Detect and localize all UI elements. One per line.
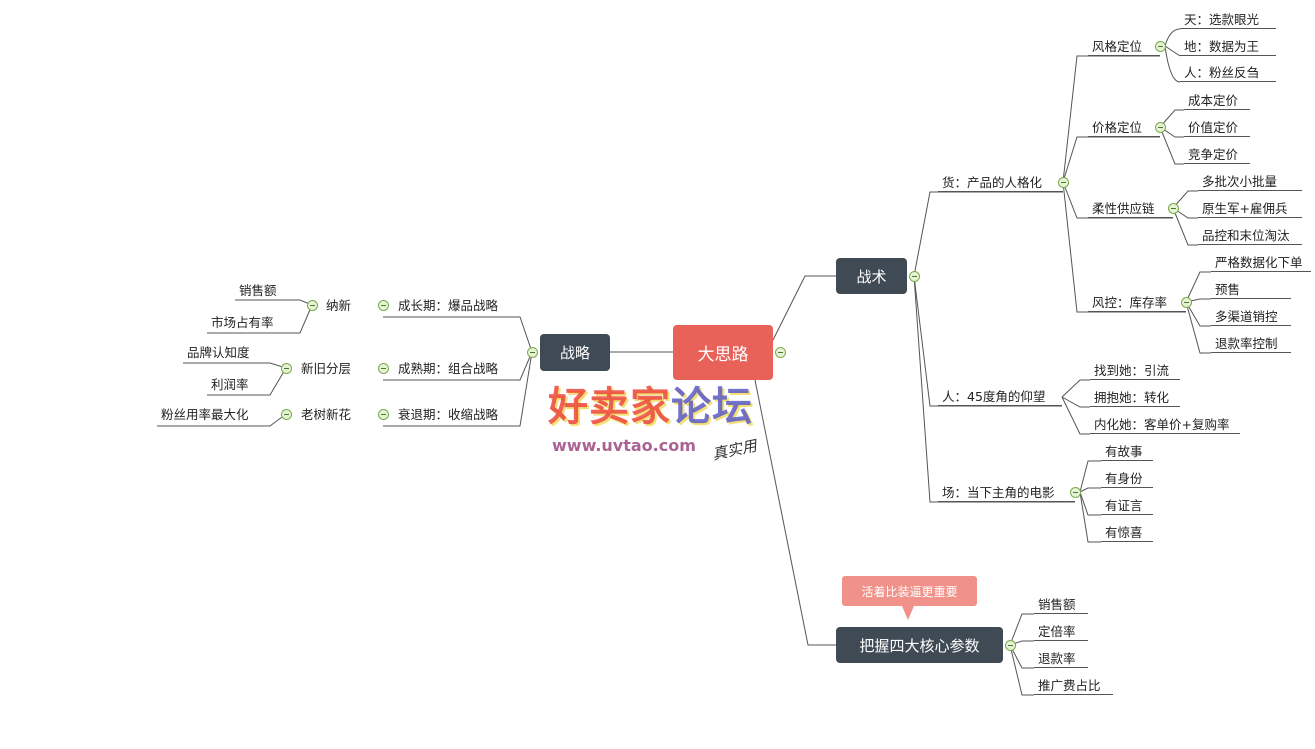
leaf[interactable]: 有故事 — [1101, 442, 1153, 461]
callout-note[interactable]: 活着比装逼更重要 — [842, 576, 977, 620]
topic-price[interactable]: 价格定位 — [1088, 118, 1160, 137]
collapse-toggle[interactable] — [378, 363, 389, 374]
leaf[interactable]: 多渠道销控 — [1211, 307, 1291, 326]
collapse-toggle[interactable] — [1070, 487, 1081, 498]
leaf[interactable]: 有证言 — [1101, 496, 1153, 515]
collapse-toggle[interactable] — [1155, 122, 1166, 133]
leaf[interactable]: 预售 — [1211, 280, 1291, 299]
topic-supply[interactable]: 柔性供应链 — [1088, 199, 1173, 218]
topic-layering[interactable]: 新旧分层 — [301, 361, 352, 376]
collapse-toggle[interactable] — [909, 271, 920, 282]
topic-style[interactable]: 风格定位 — [1088, 37, 1160, 56]
leaf[interactable]: 销售额 — [239, 283, 277, 298]
collapse-toggle[interactable] — [527, 347, 538, 358]
leaf[interactable]: 粉丝用率最大化 — [161, 407, 249, 422]
topic-goods[interactable]: 货：产品的人格化 — [938, 173, 1063, 192]
collapse-toggle[interactable] — [1181, 297, 1192, 308]
leaf[interactable]: 市场占有率 — [211, 315, 274, 330]
collapse-toggle[interactable] — [1168, 203, 1179, 214]
collapse-toggle[interactable] — [1058, 177, 1069, 188]
leaf[interactable]: 严格数据化下单 — [1211, 253, 1311, 272]
leaf[interactable]: 品控和末位淘汰 — [1198, 226, 1302, 245]
leaf[interactable]: 找到她：引流 — [1090, 361, 1180, 380]
leaf[interactable]: 有身份 — [1101, 469, 1153, 488]
leaf[interactable]: 原生军+雇佣兵 — [1198, 199, 1302, 218]
leaf[interactable]: 天：选款眼光 — [1180, 10, 1276, 29]
leaf[interactable]: 地：数据为王 — [1180, 37, 1276, 56]
topic-renew[interactable]: 老树新花 — [301, 407, 352, 422]
leaf[interactable]: 定倍率 — [1034, 622, 1088, 641]
central-topic[interactable]: 大思路 — [673, 325, 773, 380]
stage-growth[interactable]: 成长期：爆品战略 — [398, 298, 499, 313]
leaf[interactable]: 退款率控制 — [1211, 334, 1291, 353]
strategy-label: 战略 — [559, 344, 590, 362]
central-topic-label: 大思路 — [697, 345, 749, 365]
collapse-toggle[interactable] — [378, 300, 389, 311]
leaf[interactable]: 竞争定价 — [1184, 145, 1250, 164]
collapse-toggle[interactable] — [775, 347, 786, 358]
leaf[interactable]: 品牌认知度 — [187, 345, 250, 360]
tactics-topic[interactable]: 战术 — [836, 258, 907, 294]
collapse-toggle[interactable] — [1005, 640, 1016, 651]
leaf[interactable]: 内化她：客单价+复购率 — [1090, 415, 1240, 434]
stage-decline[interactable]: 衰退期：收缩战略 — [398, 407, 499, 422]
topic-scene[interactable]: 场：当下主角的电影 — [938, 483, 1075, 502]
topic-people[interactable]: 人：45度角的仰望 — [938, 387, 1062, 406]
leaf[interactable]: 价值定价 — [1184, 118, 1250, 137]
collapse-toggle[interactable] — [281, 363, 292, 374]
collapse-toggle[interactable] — [281, 409, 292, 420]
tactics-label: 战术 — [856, 267, 887, 286]
collapse-toggle[interactable] — [378, 409, 389, 420]
stage-mature[interactable]: 成熟期：组合战略 — [398, 361, 499, 376]
leaf[interactable]: 销售额 — [1034, 595, 1088, 614]
leaf[interactable]: 拥抱她：转化 — [1090, 388, 1180, 407]
strategy-topic[interactable]: 战略 — [540, 334, 610, 371]
params-topic[interactable]: 把握四大核心参数 — [836, 627, 1003, 663]
leaf[interactable]: 退款率 — [1034, 649, 1088, 668]
collapse-toggle[interactable] — [1155, 41, 1166, 52]
topic-risk[interactable]: 风控：库存率 — [1088, 293, 1186, 312]
leaf[interactable]: 成本定价 — [1184, 91, 1250, 110]
leaf[interactable]: 人：粉丝反刍 — [1180, 63, 1276, 82]
leaf[interactable]: 有惊喜 — [1101, 523, 1153, 542]
params-label: 把握四大核心参数 — [859, 636, 980, 655]
leaf[interactable]: 利润率 — [211, 377, 249, 392]
topic-acquire[interactable]: 纳新 — [326, 298, 352, 313]
callout-text: 活着比装逼更重要 — [861, 584, 958, 599]
collapse-toggle[interactable] — [307, 300, 318, 311]
leaf[interactable]: 多批次小批量 — [1198, 172, 1302, 191]
leaf[interactable]: 推广费占比 — [1034, 676, 1113, 695]
